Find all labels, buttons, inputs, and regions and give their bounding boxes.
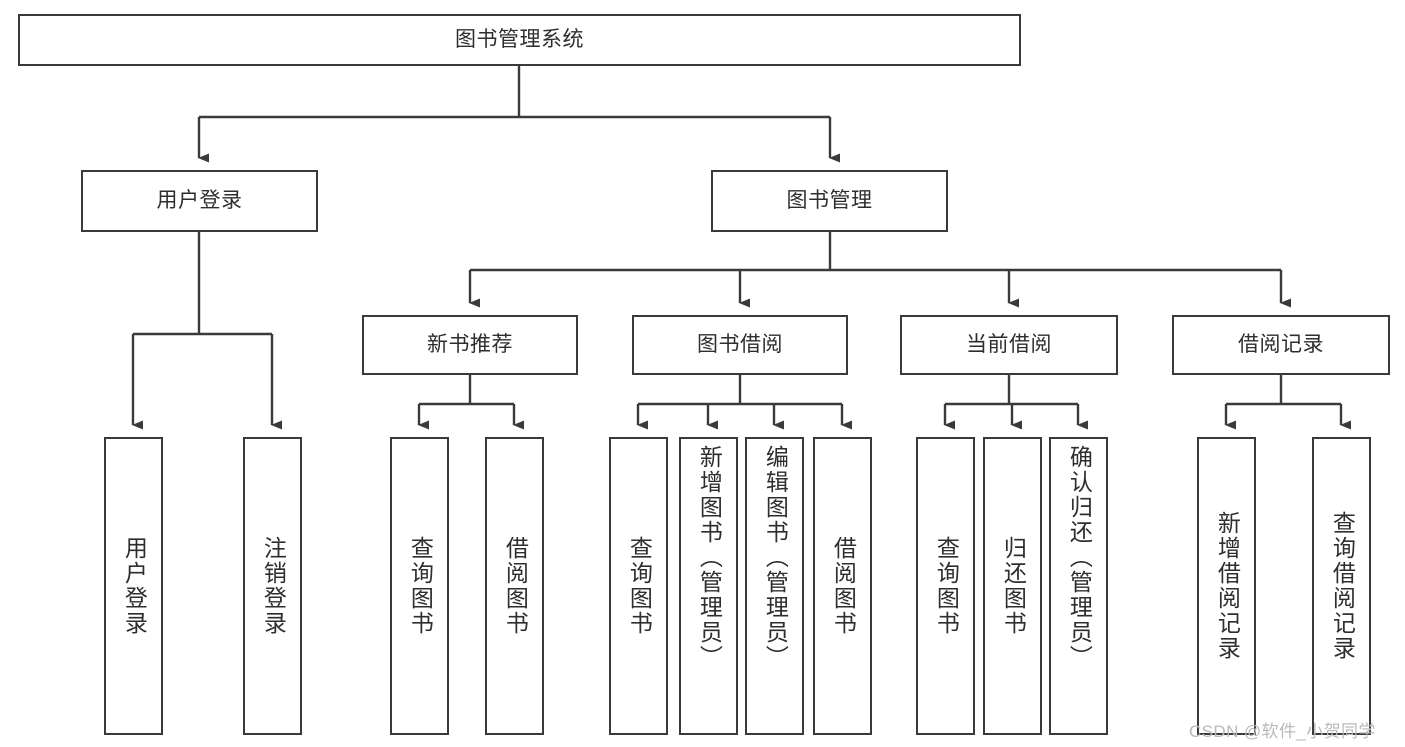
node-label: 图书管理	[786, 188, 873, 212]
node-leaf-confirm-return[interactable]: 确认归还（管理员）	[1049, 437, 1108, 735]
node-leaf-query-book-borrow[interactable]: 查询图书	[609, 437, 668, 735]
node-label: 用户登录	[121, 536, 148, 636]
node-leaf-query-book-current[interactable]: 查询图书	[916, 437, 975, 735]
node-label: 查询图书	[626, 536, 653, 636]
node-leaf-user-logout[interactable]: 注销登录	[243, 437, 302, 735]
node-label: 确认归还（管理员）	[1066, 445, 1093, 670]
node-current-borrow[interactable]: 当前借阅	[900, 315, 1118, 375]
node-label: 查询图书	[933, 536, 960, 636]
node-label: 图书管理系统	[455, 27, 584, 51]
node-label: 新书推荐	[427, 332, 513, 356]
node-label: 编辑图书（管理员）	[762, 445, 789, 670]
node-leaf-borrow-book-borrow[interactable]: 借阅图书	[813, 437, 872, 735]
node-leaf-add-borrow-record[interactable]: 新增借阅记录	[1197, 437, 1256, 735]
node-label: 查询图书	[407, 536, 434, 636]
node-label: 归还图书	[1000, 536, 1027, 636]
node-label: 用户登录	[156, 188, 243, 212]
node-leaf-add-book[interactable]: 新增图书（管理员）	[679, 437, 738, 735]
node-root-book-management-system[interactable]: 图书管理系统	[18, 14, 1021, 66]
node-label: 借阅图书	[830, 536, 857, 636]
node-borrow-record[interactable]: 借阅记录	[1172, 315, 1390, 375]
node-leaf-return-book[interactable]: 归还图书	[983, 437, 1042, 735]
node-label: 查询借阅记录	[1329, 511, 1356, 661]
node-new-book-recommend[interactable]: 新书推荐	[362, 315, 578, 375]
node-leaf-query-borrow-record[interactable]: 查询借阅记录	[1312, 437, 1371, 735]
node-label: 注销登录	[260, 536, 287, 636]
node-label: 新增借阅记录	[1214, 511, 1241, 661]
node-label: 当前借阅	[966, 332, 1052, 356]
node-label: 新增图书（管理员）	[696, 445, 723, 670]
node-book-management[interactable]: 图书管理	[711, 170, 948, 232]
node-book-borrow[interactable]: 图书借阅	[632, 315, 848, 375]
node-leaf-borrow-book-recommend[interactable]: 借阅图书	[485, 437, 544, 735]
node-leaf-user-login[interactable]: 用户登录	[104, 437, 163, 735]
node-leaf-edit-book[interactable]: 编辑图书（管理员）	[745, 437, 804, 735]
node-user-login[interactable]: 用户登录	[81, 170, 318, 232]
node-label: 借阅图书	[502, 536, 529, 636]
node-leaf-query-book-recommend[interactable]: 查询图书	[390, 437, 449, 735]
node-label: 借阅记录	[1238, 332, 1324, 356]
node-label: 图书借阅	[697, 332, 783, 356]
